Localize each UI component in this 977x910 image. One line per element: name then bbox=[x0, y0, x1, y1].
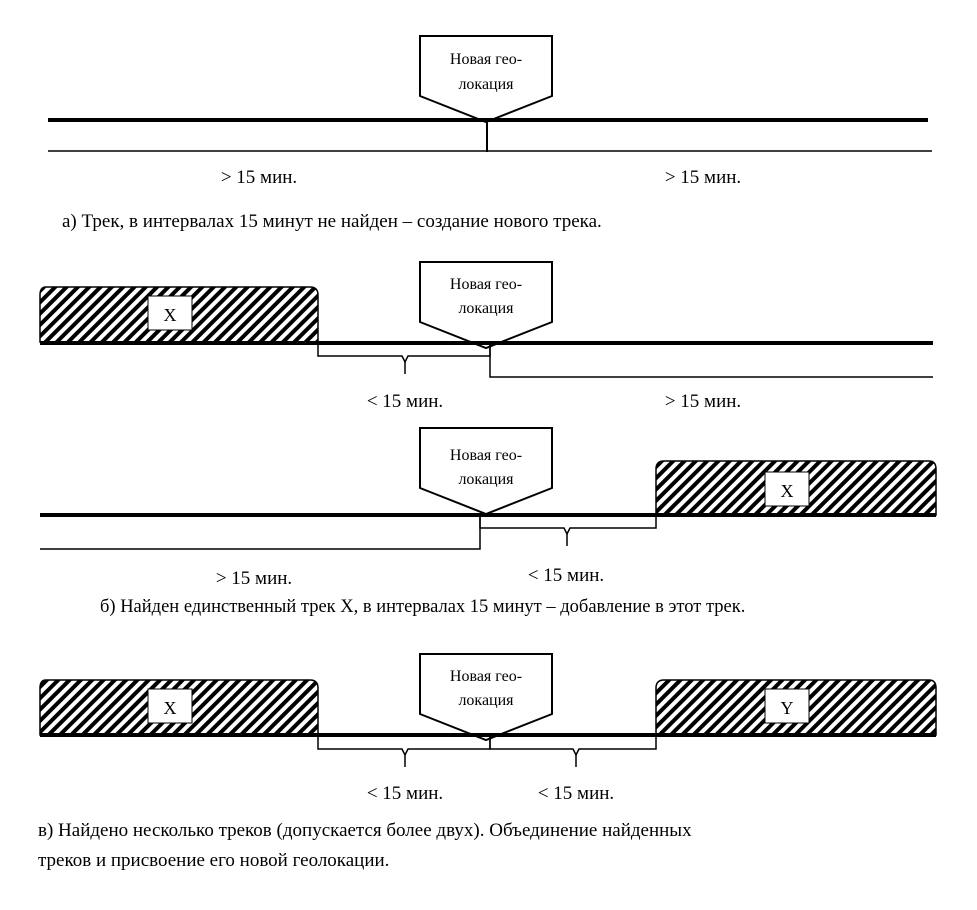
track-y-label: Y bbox=[764, 688, 810, 724]
interval-brace bbox=[317, 736, 491, 757]
caption-b: б) Найден единственный трек X, в интерва… bbox=[100, 597, 746, 617]
callout-line-2: локация bbox=[458, 692, 514, 709]
callout-line-2: локация bbox=[458, 76, 514, 93]
track-x-label: X bbox=[764, 471, 810, 507]
interval-line bbox=[489, 344, 933, 378]
scenario-b-2: Новая гео- локация X > 15 мин. < 15 мин. bbox=[40, 427, 937, 589]
interval-label-left: > 15 мин. bbox=[221, 167, 297, 188]
callout-line-2: локация bbox=[458, 471, 514, 488]
interval-label-right: < 15 мин. bbox=[538, 783, 614, 804]
caption-c-line-2: треков и присвоение его новой геолокации… bbox=[38, 850, 390, 871]
callout-line-1: Новая гео- bbox=[450, 668, 522, 685]
interval-label-right: < 15 мин. bbox=[528, 565, 604, 586]
interval-line bbox=[40, 516, 481, 550]
interval-label-right: > 15 мин. bbox=[665, 167, 741, 188]
svg-text:X: X bbox=[164, 698, 177, 718]
callout-line-2: локация bbox=[458, 300, 514, 317]
svg-text:X: X bbox=[781, 481, 794, 501]
caption-a: а) Трек, в интервалах 15 минут не найден… bbox=[62, 211, 602, 232]
interval-brace bbox=[489, 736, 657, 757]
new-geolocation-callout: Новая гео- локация bbox=[419, 261, 553, 350]
track-x-label: X bbox=[147, 688, 193, 724]
callout-line-1: Новая гео- bbox=[450, 51, 522, 68]
callout-line-1: Новая гео- bbox=[450, 447, 522, 464]
new-geolocation-callout: Новая гео- локация bbox=[419, 653, 553, 742]
interval-label-left: > 15 мин. bbox=[216, 568, 292, 589]
interval-label-left: < 15 мин. bbox=[367, 783, 443, 804]
new-geolocation-callout: Новая гео- локация bbox=[419, 427, 553, 516]
svg-text:X: X bbox=[164, 305, 177, 325]
scenario-a: Новая гео- локация > 15 мин. > 15 мин. bbox=[48, 35, 932, 188]
svg-text:Y: Y bbox=[781, 698, 794, 718]
callout-line-1: Новая гео- bbox=[450, 276, 522, 293]
interval-brace bbox=[479, 516, 657, 536]
new-geolocation-callout: Новая гео- локация bbox=[419, 35, 553, 124]
interval-label-right: > 15 мин. bbox=[665, 391, 741, 412]
interval-label-left: < 15 мин. bbox=[367, 391, 443, 412]
scenario-c: X Новая гео- локация Y < 15 мин. < 15 ми… bbox=[39, 653, 937, 804]
interval-brace bbox=[317, 344, 491, 364]
track-x-label: X bbox=[147, 295, 193, 331]
scenario-b-1: X Новая гео- локация < 15 мин. > 15 мин. bbox=[39, 261, 933, 412]
caption-c-line-1: в) Найдено несколько треков (допускается… bbox=[38, 820, 692, 841]
